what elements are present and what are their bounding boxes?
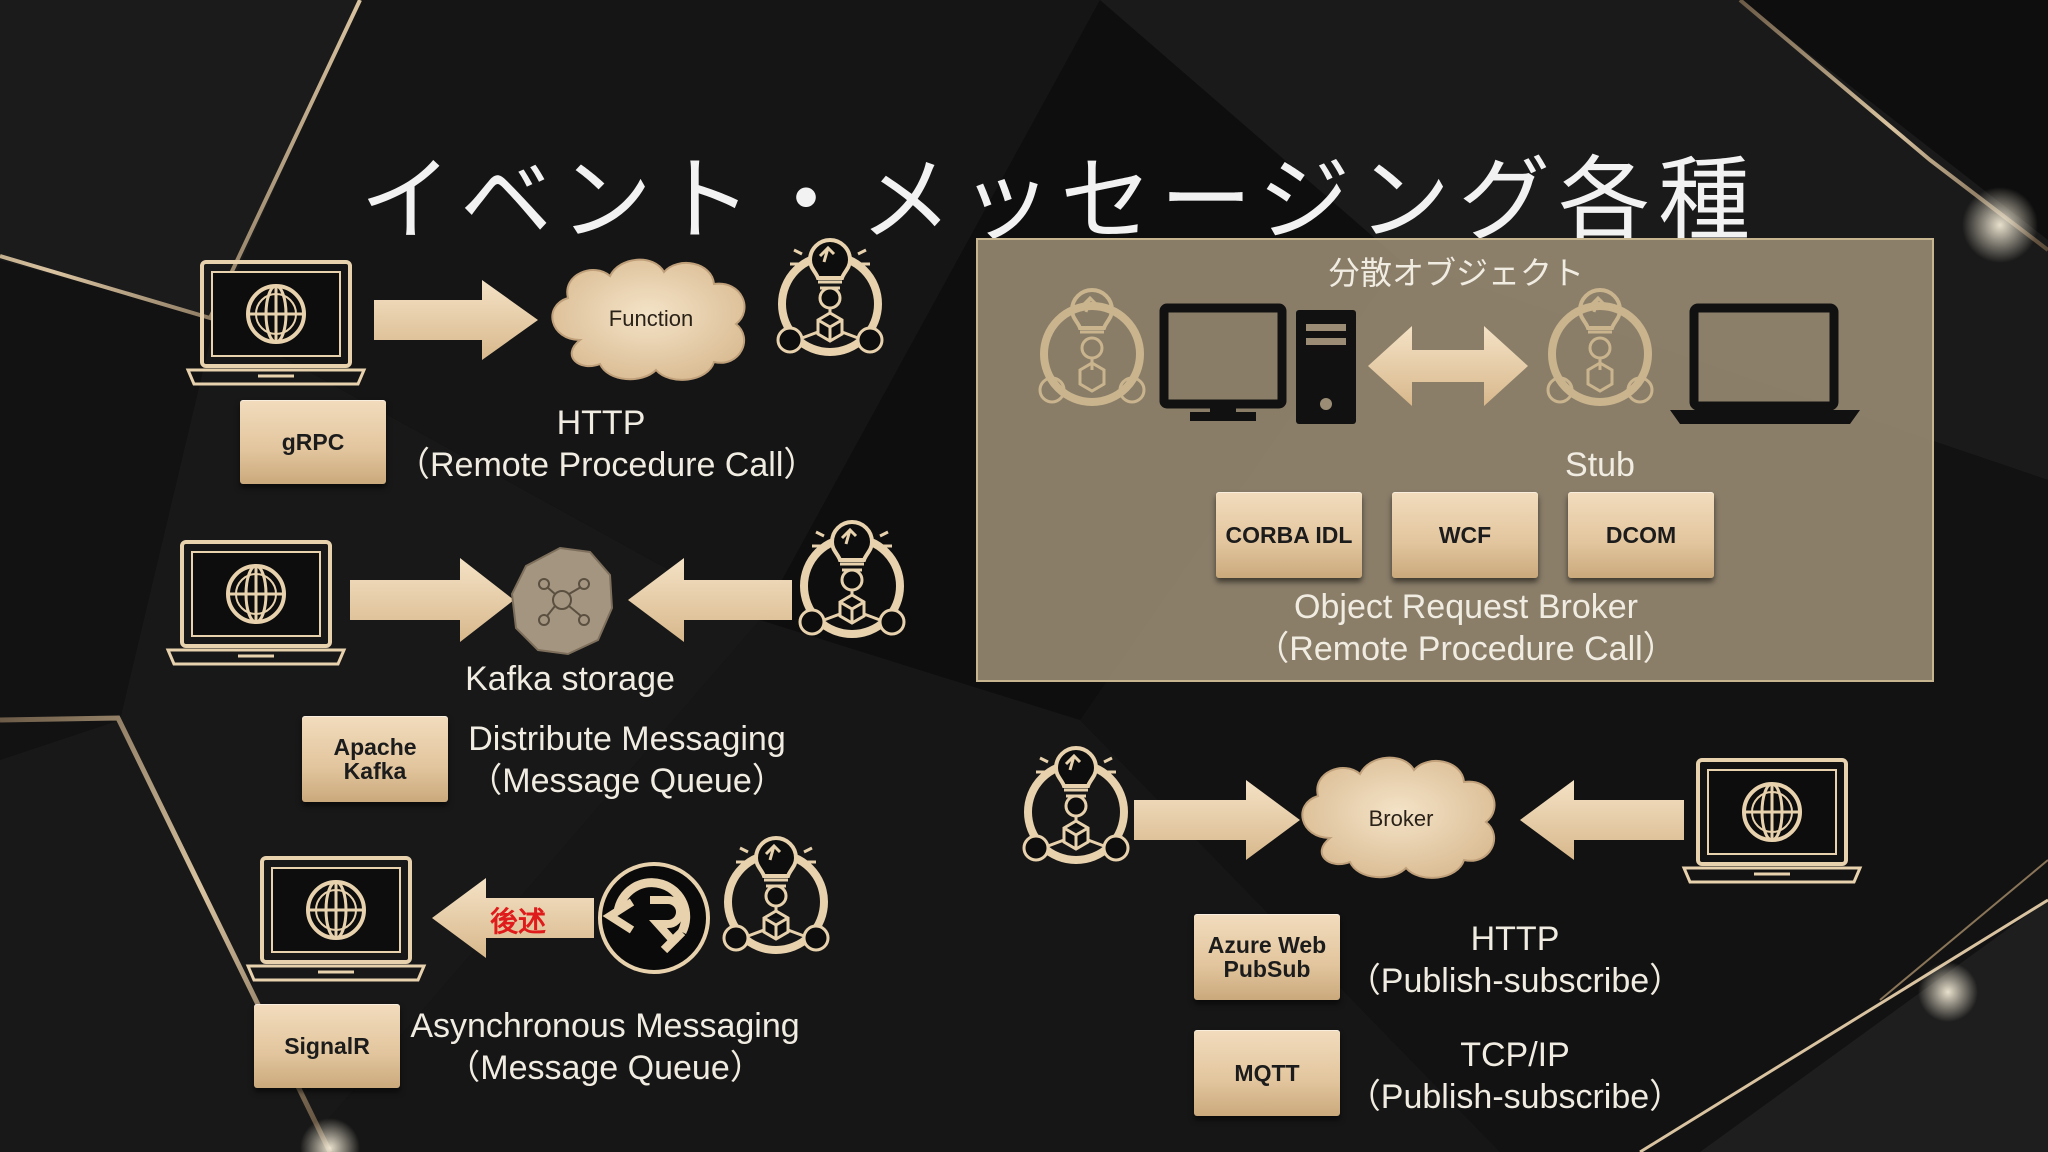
wcf-button[interactable]: WCF [1392,492,1538,578]
cloud-function-label: Function [608,306,694,331]
orb-caption-line2: （Remote Procedure Call） [1255,630,1677,668]
mqtt-caption: TCP/IP （Publish-subscribe） [1340,1034,1690,1118]
pubsub-http-caption-line2: （Publish-subscribe） [1346,962,1684,1000]
grpc-caption: HTTP （Remote Procedure Call） [396,402,818,486]
apache-kafka-button[interactable]: Apache Kafka [302,716,448,802]
arrow-right-icon [374,280,538,360]
desktop-computer-icon [1159,303,1356,424]
arrow-note-label: 後述 [490,905,547,938]
laptop-globe-icon [186,260,366,386]
kafka-caption-line2: （Message Queue） [468,762,786,800]
orb-caption-line1: Object Request Broker [1294,588,1638,626]
laptop-icon [1670,303,1860,424]
double-arrow-icon [1368,326,1528,406]
orb-caption: Object Request Broker （Remote Procedure … [1226,586,1706,670]
laptop-globe-icon [166,540,346,666]
arrow-left-icon [1520,780,1684,860]
cloud-broker-icon [1301,756,1496,879]
lightbulb-node-icon [724,838,828,950]
signalr-button[interactable]: SignalR [254,1004,400,1088]
laptop-globe-icon [1682,758,1862,884]
arrow-right-icon [1134,780,1300,860]
azure-web-pubsub-button[interactable]: Azure Web PubSub [1194,914,1340,1000]
lightbulb-node-faint-icon [1040,290,1144,402]
grpc-button[interactable]: gRPC [240,400,386,484]
signalr-caption-line2: （Message Queue） [446,1049,764,1087]
slide-title: イベント・メッセージング各種 [360,147,1759,254]
cloud-broker-label: Broker [1368,806,1434,831]
arrow-right-icon [350,558,514,642]
lightbulb-node-icon [778,240,882,352]
pubsub-http-caption-line1: HTTP [1470,920,1560,958]
grpc-caption-line1: HTTP [556,404,646,442]
grpc-caption-line2: （Remote Procedure Call） [396,446,818,484]
lightbulb-node-icon [1024,748,1128,860]
kafka-caption: Distribute Messaging （Message Queue） [460,718,794,802]
corba-idl-button[interactable]: CORBA IDL [1216,492,1362,578]
kafka-storage-label: Kafka storage [465,660,675,698]
stub-lightbulb-node-icon [1548,290,1652,402]
lightbulb-node-icon [800,522,904,634]
arrow-left-icon [628,558,792,642]
mqtt-caption-line1: TCP/IP [1460,1036,1570,1074]
pubsub-http-caption: HTTP （Publish-subscribe） [1340,918,1690,1002]
signalr-caption-line1: Asynchronous Messaging [410,1007,800,1045]
laptop-globe-icon [246,856,426,982]
signalr-logo-icon [598,862,710,974]
kafka-caption-line1: Distribute Messaging [468,720,786,758]
stub-label: Stub [1565,446,1635,484]
kafka-storage-icon [510,546,614,656]
mqtt-button[interactable]: MQTT [1194,1030,1340,1116]
dcom-button[interactable]: DCOM [1568,492,1714,578]
signalr-caption: Asynchronous Messaging （Message Queue） [400,1005,810,1089]
panel-title: 分散オブジェクト [1327,254,1584,292]
cloud-function-icon [551,258,746,381]
mqtt-caption-line2: （Publish-subscribe） [1346,1078,1684,1116]
arrow-left-icon [432,878,594,958]
